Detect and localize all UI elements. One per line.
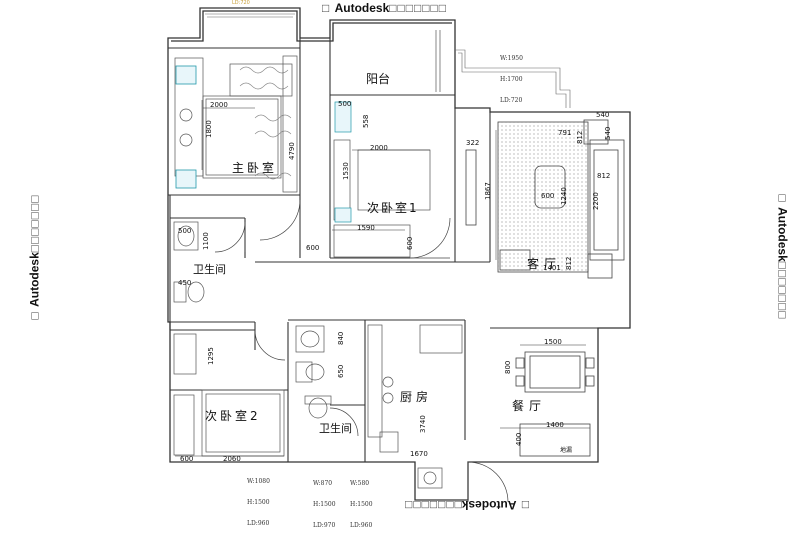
dim-500-a: 500 [338, 100, 351, 108]
living-room-rug [497, 121, 589, 273]
dim-2000-master: 2000 [210, 101, 228, 109]
watermark-brand: Autodesk [334, 1, 390, 15]
window-spec-line: H:1700 [500, 76, 523, 83]
window-spec-line: W:1950 [500, 55, 523, 62]
balcony-rail [205, 13, 571, 108]
dim-1295: 1295 [207, 347, 215, 365]
window-spec-line: LD:720 [500, 97, 523, 104]
dim-650: 650 [337, 365, 345, 378]
window-spec-line: H:1500 [247, 499, 270, 506]
watermark-trail: □□□□□□□ [389, 1, 448, 15]
dim-1670: 1670 [410, 450, 428, 458]
watermark-trail: □□□□□□□ [404, 498, 462, 512]
dim-600-d: 600 [180, 455, 193, 463]
window-spec-line: LD:970 [313, 522, 336, 529]
window-spec-line: LD:960 [350, 522, 373, 529]
dim-540: 540 [596, 111, 609, 119]
watermark-brand: Autodesk [775, 207, 790, 262]
dim-1240: 1240 [560, 187, 568, 205]
bath-2-fixtures [295, 325, 332, 419]
window-spec-line: H:1500 [313, 501, 336, 508]
room-label-bath-2: 卫生间 [319, 421, 352, 435]
dim-2200: 2200 [592, 192, 600, 210]
dim-500-b: 500 [178, 227, 191, 235]
room-label-second-bedroom: 次卧室1 [367, 200, 419, 215]
dim-400: 400 [515, 433, 523, 446]
window-spec-line: W:1080 [247, 478, 270, 485]
door-swings [214, 199, 509, 503]
exterior-walls [167, 7, 631, 501]
master-curtain [239, 66, 292, 180]
dim-840: 840 [337, 332, 345, 345]
room-label-third-bedroom: 次卧室2 [205, 408, 261, 423]
dim-791: 791 [558, 129, 571, 137]
dim-600-b: 600 [406, 237, 414, 250]
dim-4790: 4790 [288, 142, 296, 160]
dim-812-b: 812 [597, 172, 610, 180]
floor-drain-label: 地漏 [560, 446, 572, 454]
master-wardrobe [282, 55, 298, 193]
dim-2060: 2060 [223, 455, 241, 463]
window-spec-line: W:580 [350, 480, 370, 487]
dim-800: 800 [504, 361, 512, 374]
dim-600-a: 600 [306, 244, 319, 252]
watermark-brand: Autodesk [461, 498, 517, 512]
third-bedroom-furniture [173, 333, 285, 457]
dim-1401: 1401 [543, 264, 561, 272]
window-spec-south-b: W:870 H:1500 LD:970 [313, 466, 336, 536]
dining-table [515, 351, 595, 457]
dimension-lines [175, 100, 590, 457]
watermark-trail: □□□□□□□ [27, 194, 42, 253]
watermark-top: □ Autodesk□□□□□□□ [322, 1, 448, 15]
window-spec-line: H:1500 [350, 501, 373, 508]
master-bed [174, 57, 293, 179]
top-note: LD:720 [232, 0, 250, 6]
dim-1800: 1800 [205, 120, 213, 138]
kitchen-fixtures [367, 324, 463, 489]
dim-1590: 1590 [357, 224, 375, 232]
dimension-labels: 2000 1800 4790 600 500 558 2000 1530 159… [178, 100, 612, 463]
room-label-dining-room: 餐厅 [512, 398, 546, 413]
room-label-master-bedroom: 主卧室 [232, 160, 277, 175]
dim-540-b: 540 [604, 127, 612, 140]
dim-1500: 1500 [544, 338, 562, 346]
watermark-left: □ Autodesk□□□□□□□ [27, 194, 42, 320]
watermark-brand: Autodesk [27, 252, 42, 307]
window-spec-south-c: W:580 H:1500 LD:960 [350, 466, 373, 536]
window-spec-south-a: W:1080 H:1500 LD:960 [247, 464, 270, 534]
sofa-and-tv [465, 119, 625, 279]
watermark-right: □ Autodesk□□□□□□□ [775, 194, 790, 320]
window-spec-line: LD:960 [247, 520, 270, 527]
room-labels: 阳台 主卧室 次卧室1 卫生间 次卧室2 卫生间 厨房 客厅 餐厅 地漏 [193, 71, 572, 454]
dim-2000-second: 2000 [370, 144, 388, 152]
dim-558: 558 [362, 115, 370, 128]
watermark-trail: □□□□□□□ [775, 261, 790, 320]
dim-1530: 1530 [342, 162, 350, 180]
window-spec-line: W:870 [313, 480, 333, 487]
dim-600-c: 600 [541, 192, 554, 200]
room-label-living-room: 客厅 [527, 256, 561, 271]
room-label-balcony: 阳台 [366, 71, 390, 86]
watermark-bottom: □ Autodesk□□□□□□□ [404, 498, 530, 512]
room-label-kitchen: 厨房 [400, 389, 432, 404]
master-nightstands [175, 65, 197, 189]
dim-322: 322 [466, 139, 479, 147]
floor-plan: 阳台 主卧室 次卧室1 卫生间 次卧室2 卫生间 厨房 客厅 餐厅 地漏 200… [167, 0, 631, 503]
dim-812-a: 812 [576, 131, 584, 144]
dim-450: 450 [178, 279, 191, 287]
dim-1400: 1400 [546, 421, 564, 429]
room-label-bath-1: 卫生间 [193, 262, 226, 276]
bath-1-fixtures [173, 221, 205, 303]
dim-1100: 1100 [202, 232, 210, 250]
dim-812-c: 812 [565, 257, 573, 270]
dim-1867: 1867 [484, 182, 492, 200]
dim-3740: 3740 [419, 415, 427, 433]
window-spec-north: W:1950 H:1700 LD:720 [500, 41, 523, 111]
